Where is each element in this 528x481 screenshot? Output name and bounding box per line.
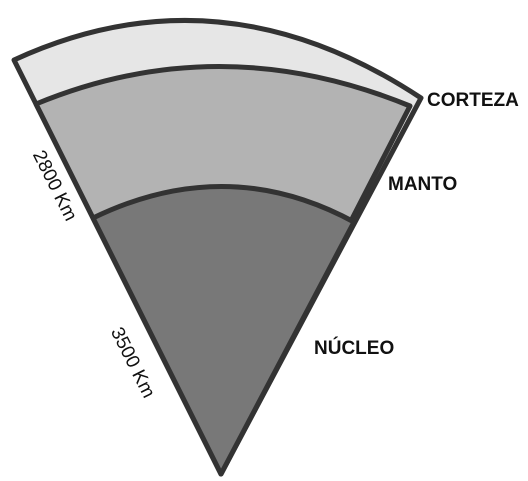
core-layer [93,186,354,474]
crust-label: CORTEZA [427,90,519,111]
core-label: NÚCLEO [314,337,394,359]
mantle-label: MANTO [388,174,457,195]
